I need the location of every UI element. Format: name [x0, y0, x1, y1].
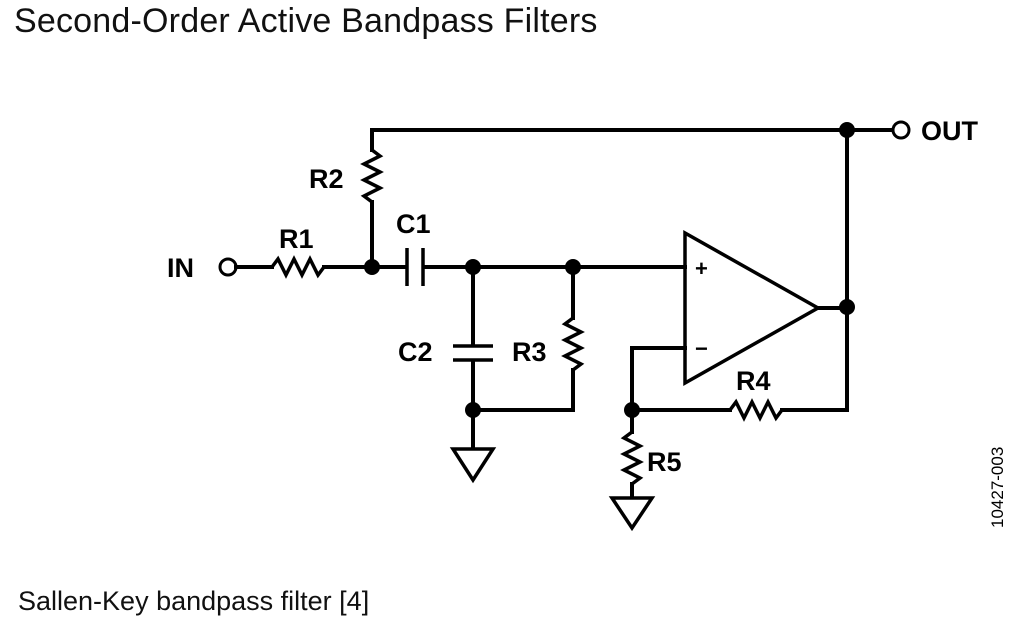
label-noninverting: + [695, 256, 708, 281]
label-r2: R2 [309, 164, 344, 194]
label-r5: R5 [647, 447, 682, 477]
figure-id: 10427-003 [988, 447, 1007, 528]
label-out: OUT [921, 116, 979, 146]
resistor-r5 [620, 430, 644, 486]
label-r4: R4 [736, 366, 771, 396]
op-amp-triangle [683, 230, 822, 386]
page-title: Second-Order Active Bandpass Filters [14, 2, 598, 40]
resistor-r4 [728, 398, 784, 422]
resistor-r3 [561, 316, 585, 372]
resistor-r2 [360, 148, 384, 204]
label-c2: C2 [398, 337, 433, 367]
label-c1: C1 [396, 209, 431, 239]
label-r3: R3 [512, 337, 547, 367]
ground-symbol-c2 [449, 447, 497, 484]
ground-symbol-r5 [608, 496, 656, 532]
figure-caption: Sallen-Key bandpass filter [4] [18, 586, 370, 616]
label-in: IN [167, 253, 194, 283]
resistor-r1 [270, 255, 326, 279]
input-terminal [218, 257, 238, 277]
label-r1: R1 [279, 224, 314, 254]
label-inverting: − [695, 336, 708, 361]
output-terminal [891, 120, 911, 140]
